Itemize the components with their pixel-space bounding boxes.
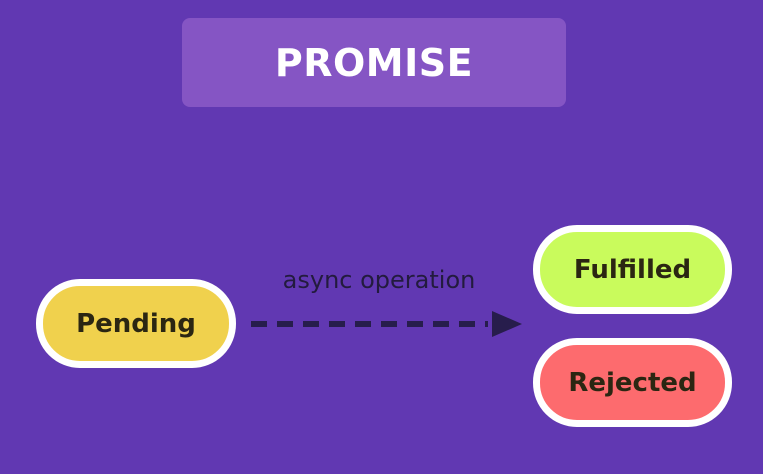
pending-label: Pending [76, 308, 196, 339]
fulfilled-state-node: Fulfilled [533, 225, 732, 314]
arrow-head-icon [492, 311, 522, 337]
fulfilled-label: Fulfilled [573, 254, 692, 285]
pending-state-node: Pending [36, 279, 236, 368]
title-banner: PROMISE [182, 18, 566, 107]
dashed-arrow [251, 311, 522, 337]
diagram-title: PROMISE [274, 40, 474, 85]
async-operation-label: async operation [282, 266, 476, 294]
rejected-label: Rejected [568, 367, 697, 398]
rejected-state-node: Rejected [533, 338, 732, 427]
